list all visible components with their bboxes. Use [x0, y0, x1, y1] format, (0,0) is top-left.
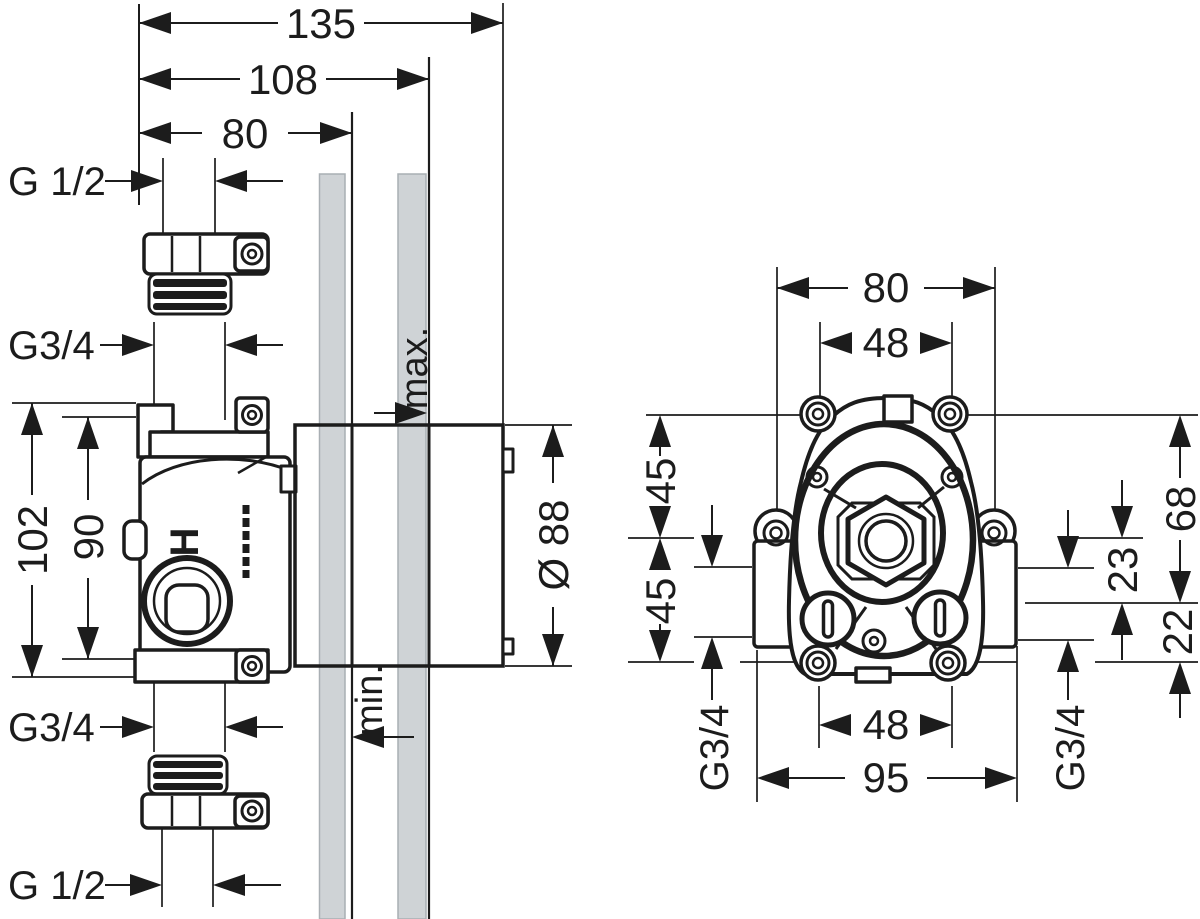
dimension-68-22-column: 68 22 — [1154, 415, 1200, 718]
wall-layer-min — [318, 173, 346, 919]
dim-dia88-label: Ø 88 — [530, 499, 577, 590]
thread-g34-left: G3/4 — [693, 505, 737, 791]
cartridge-socket — [141, 555, 233, 647]
dim-80-front-label: 80 — [863, 264, 910, 311]
ibox-front-body — [786, 394, 986, 684]
housing-clip-lower — [501, 637, 515, 656]
top-screw-pad — [234, 396, 270, 434]
bottom-connector — [140, 754, 270, 830]
dim-45-lower-label: 45 — [637, 578, 684, 625]
dimension-80-side: 80 — [139, 110, 352, 157]
thread-g34-bottom: G3/4 — [8, 706, 283, 750]
wall-min-marker: min. — [349, 664, 414, 748]
left-view: 135 108 80 G 1/2 — [8, 0, 577, 908]
housing-clip-upper — [501, 447, 515, 474]
dimension-80-front: 80 — [777, 264, 995, 311]
valve-body-side: H — [122, 396, 298, 684]
dimension-48-top: 48 — [820, 319, 952, 366]
dim-48-bottom-label: 48 — [863, 701, 910, 748]
wall-max-marker: max. — [374, 327, 436, 424]
thread-g12-top: G 1/2 — [8, 160, 283, 204]
wall-layer-max — [397, 173, 427, 919]
dimension-48-bottom: 48 — [819, 701, 952, 748]
thread-g34-top-label: G3/4 — [8, 324, 95, 368]
thread-g12-top-label: G 1/2 — [8, 160, 106, 204]
top-tab — [882, 394, 914, 424]
dim-108-label: 108 — [248, 56, 318, 103]
dim-45-upper-label: 45 — [637, 458, 684, 505]
top-connector — [142, 232, 270, 316]
left-view-extension-lines — [12, 3, 572, 907]
thread-g34-top: G3/4 — [8, 324, 283, 368]
outlet-left — [799, 590, 857, 648]
thread-g12-bottom: G 1/2 — [8, 864, 281, 908]
dimension-90: 90 — [65, 417, 112, 659]
protective-housing — [293, 423, 515, 668]
dim-95-label: 95 — [863, 754, 910, 801]
wall-layers — [318, 57, 431, 919]
dim-48-top-label: 48 — [863, 319, 910, 366]
min-label: min. — [349, 664, 391, 736]
logo-h: H — [163, 528, 207, 557]
dimension-135: 135 — [139, 0, 503, 47]
dimension-23: 23 — [1099, 480, 1146, 660]
dim-135-label: 135 — [286, 0, 356, 47]
dimension-95: 95 — [757, 754, 1017, 801]
right-view: 80 48 45 45 G3/4 — [628, 264, 1200, 802]
thread-g34-right: G3/4 — [1049, 510, 1093, 791]
dim-102-label: 102 — [9, 505, 56, 575]
dimension-45-column: 45 45 — [637, 415, 684, 662]
dim-23-label: 23 — [1099, 547, 1146, 594]
dimension-dia88: Ø 88 — [530, 425, 577, 666]
side-clip — [122, 519, 148, 561]
thread-g34-left-label: G3/4 — [693, 705, 737, 792]
hex-nut — [845, 494, 927, 588]
dimension-108: 108 — [139, 56, 429, 103]
max-label: max. — [394, 327, 436, 409]
thread-g34-bottom-label: G3/4 — [8, 706, 95, 750]
thread-g34-right-label: G3/4 — [1049, 705, 1093, 792]
thread-g12-bottom-label: G 1/2 — [8, 864, 106, 908]
bottom-tab — [854, 666, 892, 684]
screw-lugs — [799, 395, 969, 682]
front-internals — [791, 420, 977, 660]
outlet-right — [911, 589, 969, 647]
dim-22-label: 22 — [1154, 609, 1200, 656]
bottom-screw-pad — [234, 648, 270, 684]
dim-80-side-label: 80 — [222, 110, 269, 157]
dim-90-label: 90 — [65, 514, 112, 561]
dimension-102: 102 — [9, 403, 56, 677]
dim-68-label: 68 — [1157, 486, 1200, 533]
